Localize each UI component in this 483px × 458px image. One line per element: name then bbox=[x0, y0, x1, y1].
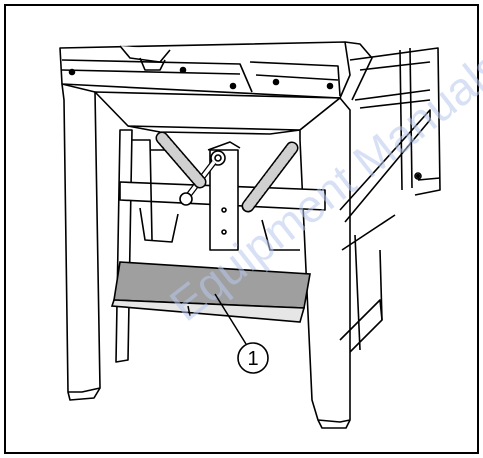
stand-frame bbox=[59, 41, 441, 429]
left-front-leg bbox=[61, 83, 101, 393]
top-clamp bbox=[119, 45, 171, 63]
center-bracket bbox=[209, 149, 239, 251]
front-apron bbox=[94, 91, 341, 131]
callout-number: 1 bbox=[247, 348, 258, 370]
foot-pedal bbox=[110, 261, 311, 323]
callout-1: 1 bbox=[214, 293, 269, 374]
left-spring bbox=[155, 131, 207, 189]
right-spring bbox=[241, 141, 299, 213]
